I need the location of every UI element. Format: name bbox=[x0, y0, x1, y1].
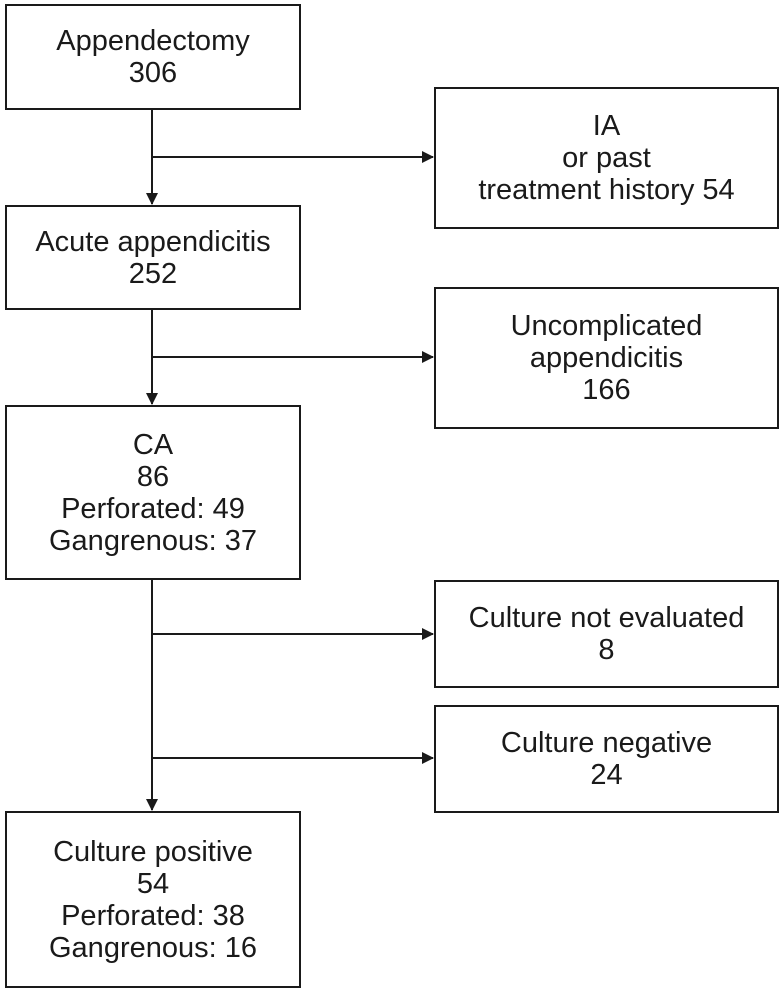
uncomplicated-label-line2: appendicitis bbox=[529, 342, 684, 374]
culture-positive-perforated: Perforated: 38 bbox=[61, 899, 245, 932]
culture-negative-label: Culture negative bbox=[500, 727, 713, 759]
culture-negative-count: 24 bbox=[590, 759, 623, 791]
acute-appendicitis-count: 252 bbox=[128, 257, 178, 290]
excluded-ia-box: IA or past treatment history 54 bbox=[434, 87, 779, 229]
uncomplicated-label-line1: Uncomplicated bbox=[510, 310, 703, 342]
appendectomy-count: 306 bbox=[128, 57, 178, 89]
culture-positive-gangrenous: Gangrenous: 16 bbox=[49, 931, 257, 964]
appendectomy-label: Appendectomy bbox=[56, 25, 250, 57]
culture-not-evaluated-label: Culture not evaluated bbox=[468, 602, 745, 634]
culture-positive-count: 54 bbox=[136, 867, 170, 900]
acute-appendicitis-box: Acute appendicitis 252 bbox=[5, 205, 301, 310]
ca-gangrenous: Gangrenous: 37 bbox=[49, 524, 257, 557]
appendectomy-box: Appendectomy 306 bbox=[5, 4, 301, 110]
uncomplicated-count: 166 bbox=[582, 374, 631, 406]
ca-label: CA bbox=[132, 428, 174, 461]
culture-not-evaluated-box: Culture not evaluated 8 bbox=[434, 580, 779, 688]
uncomplicated-box: Uncomplicated appendicitis 166 bbox=[434, 287, 779, 429]
ca-perforated: Perforated: 49 bbox=[61, 492, 245, 525]
ca-count: 86 bbox=[136, 460, 170, 493]
culture-negative-box: Culture negative 24 bbox=[434, 705, 779, 813]
complicated-appendicitis-box: CA 86 Perforated: 49 Gangrenous: 37 bbox=[5, 405, 301, 580]
acute-appendicitis-label: Acute appendicitis bbox=[35, 225, 271, 258]
excluded-ia-connector-text: or past bbox=[562, 142, 651, 174]
excluded-history-count: treatment history 54 bbox=[478, 174, 735, 206]
excluded-ia-label: IA bbox=[592, 110, 621, 142]
culture-positive-box: Culture positive 54 Perforated: 38 Gangr… bbox=[5, 811, 301, 988]
culture-not-evaluated-count: 8 bbox=[598, 634, 615, 666]
culture-positive-label: Culture positive bbox=[53, 835, 253, 868]
